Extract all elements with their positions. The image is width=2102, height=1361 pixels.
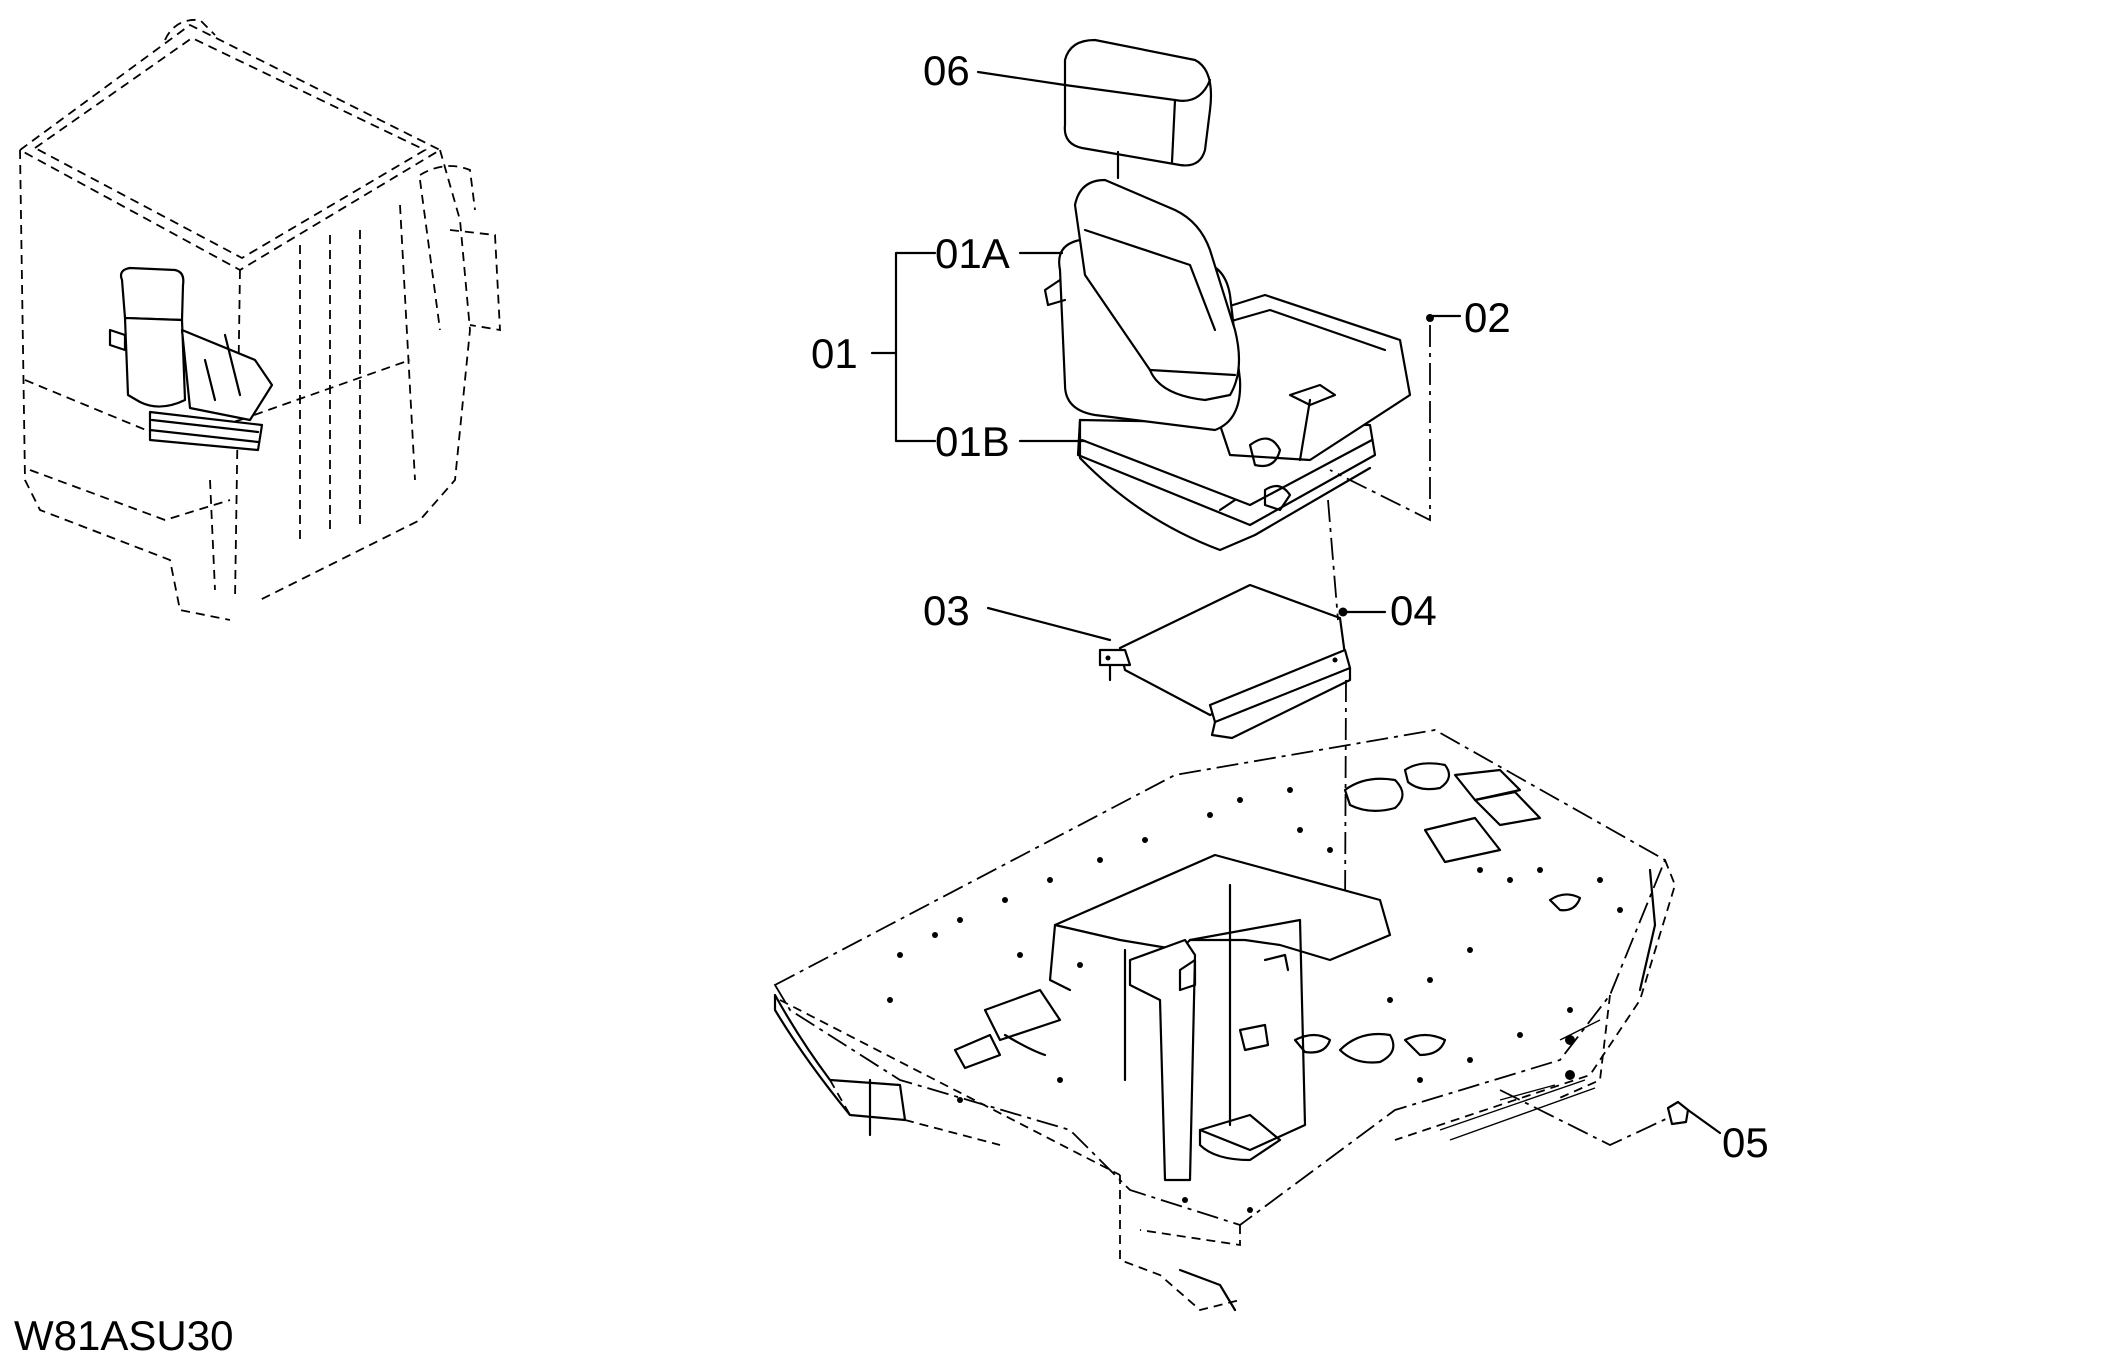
callout-01: 01 <box>811 330 858 377</box>
pin-05-part <box>1499 1089 1690 1146</box>
callout-01b: 01B <box>935 418 1010 465</box>
floor-holes <box>887 787 1623 1213</box>
callout-01a: 01A <box>935 230 1010 277</box>
cab-floor-frame <box>773 729 1676 1312</box>
cab-overview <box>18 18 501 621</box>
callout-05: 05 <box>1722 1119 1769 1166</box>
drawing-code: W81ASU30 <box>14 1312 233 1359</box>
bolt-04-part <box>1327 499 1348 921</box>
mounting-plate-part <box>1098 583 1352 740</box>
callout-03: 03 <box>923 587 970 634</box>
leader-lines <box>870 70 1722 1135</box>
callout-06: 06 <box>923 47 970 94</box>
callout-02: 02 <box>1464 294 1511 341</box>
seat-assembly-part <box>1043 178 1412 552</box>
headrest-part <box>1063 38 1213 180</box>
callout-04: 04 <box>1390 587 1437 634</box>
